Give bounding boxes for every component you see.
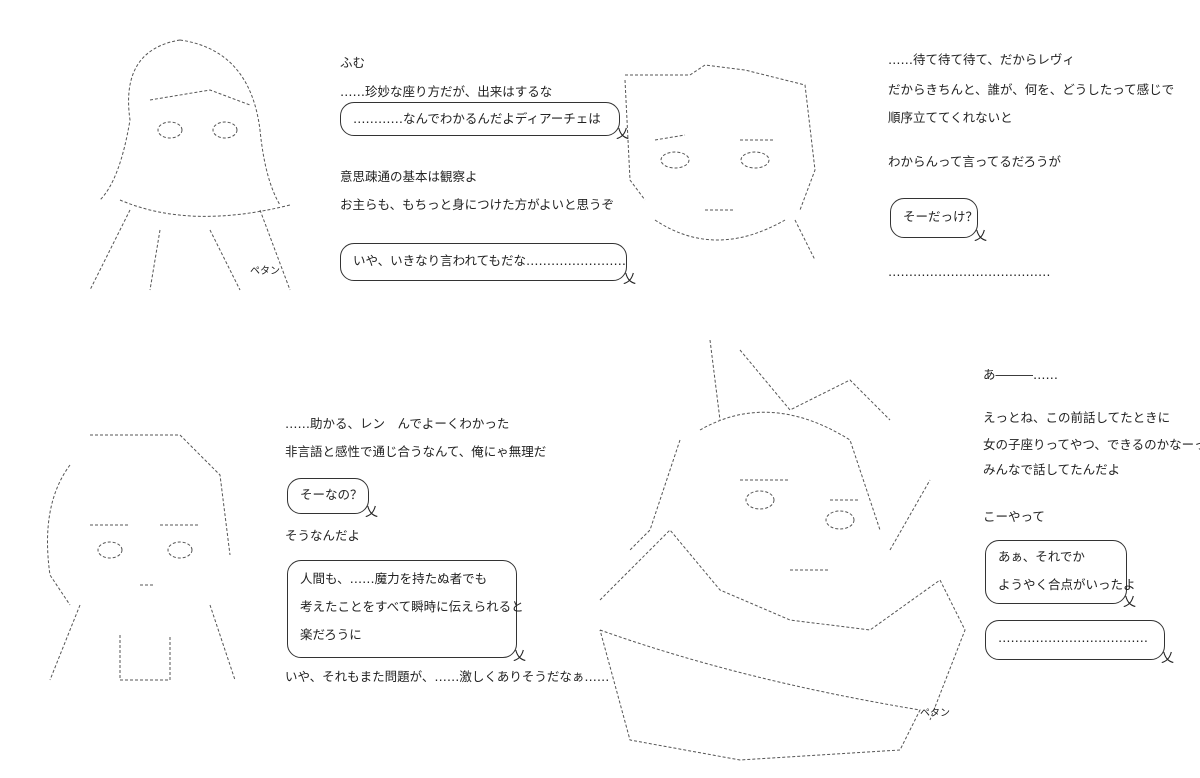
bubble-tail: 乂 xyxy=(1122,595,1136,610)
speech-bubble: あぁ、それでか ようやく合点がいったよ 乂 xyxy=(985,540,1136,610)
ascii-art-figure-3 xyxy=(30,425,245,690)
bubble-text: そーだっけ？ xyxy=(903,209,979,224)
bubble-text: 考えたことをすべて瞬時に伝えられると xyxy=(300,599,524,614)
sound-effect-text: ペタン xyxy=(250,266,280,277)
speech-bubble: そーだっけ？ 乂 xyxy=(890,198,987,244)
sound-effect-text: ペタン xyxy=(920,708,950,719)
dialogue-line: あ―――…… xyxy=(983,367,1059,382)
dialogue-line: お主らも、もちっと身につけた方がよいと思うぞ xyxy=(340,197,615,212)
bubble-tail: 乂 xyxy=(364,505,378,520)
speech-bubble: 人間も、……魔力を持たぬ者でも 考えたことをすべて瞬時に伝えられると 楽だろうに… xyxy=(287,560,526,664)
bubble-text: ……………………………… xyxy=(998,630,1148,645)
ascii-art-figure-2 xyxy=(615,60,830,265)
bubble-tail: 乂 xyxy=(512,649,526,664)
dialogue-line: みんなで話してたんだよ xyxy=(983,462,1121,477)
bubble-tail: 乂 xyxy=(615,127,629,142)
dialogue-line: 意思疎通の基本は観察よ xyxy=(340,169,478,184)
dialogue-line: ……待て待て待て、だからレヴィ xyxy=(888,52,1075,67)
ascii-art-figure-4 xyxy=(590,330,975,770)
dialogue-line: えっとね、この前話してたときに xyxy=(983,410,1171,425)
dialogue-line: ………………………………… xyxy=(888,264,1051,279)
dialogue-line: こーやって xyxy=(983,509,1045,524)
bubble-tail: 乂 xyxy=(1160,651,1174,666)
dialogue-line: ……珍妙な座り方だが、出来はするな xyxy=(340,84,553,99)
dialogue-line: ……助かる、レン んでよーくわかった xyxy=(285,416,510,431)
dialogue-line: 非言語と感性で通じ合うなんて、俺にゃ無理だ xyxy=(285,444,547,459)
speech-bubble: そーなの？ 乂 xyxy=(287,478,378,520)
dialogue-line: いや、それもまた問題が、……激しくありそうだなぁ…… xyxy=(285,669,610,684)
speech-bubble: ……………………………… 乂 xyxy=(985,620,1174,666)
dialogue-line: ふむ xyxy=(340,55,366,70)
bubble-text: 楽だろうに xyxy=(300,627,362,642)
bubble-text: ようやく合点がいったよ xyxy=(998,577,1136,592)
bubble-tail: 乂 xyxy=(973,229,987,244)
bubble-text: そーなの？ xyxy=(300,487,363,502)
dialogue-line: 女の子座りってやつ、できるのかなーって xyxy=(983,437,1200,452)
dialogue-line: わからんって言ってるだろうが xyxy=(888,154,1062,169)
dialogue-line: だからきちんと、誰が、何を、どうしたって感じで xyxy=(888,82,1175,97)
dialogue-line: 順序立ててくれないと xyxy=(888,110,1013,125)
speech-bubble: いや、いきなり言われてもだな…………………… 乂 xyxy=(340,243,636,287)
bubble-text: …………なんでわかるんだよディアーチェは xyxy=(353,111,601,126)
ascii-art-figure-1 xyxy=(60,30,300,300)
dialogue-line: そうなんだよ xyxy=(285,528,361,543)
bubble-tail: 乂 xyxy=(622,272,636,287)
bubble-text: いや、いきなり言われてもだな…………………… xyxy=(353,253,627,268)
bubble-text: あぁ、それでか xyxy=(998,549,1085,564)
speech-bubble: …………なんでわかるんだよディアーチェは 乂 xyxy=(340,102,629,142)
bubble-text: 人間も、……魔力を持たぬ者でも xyxy=(300,571,488,586)
